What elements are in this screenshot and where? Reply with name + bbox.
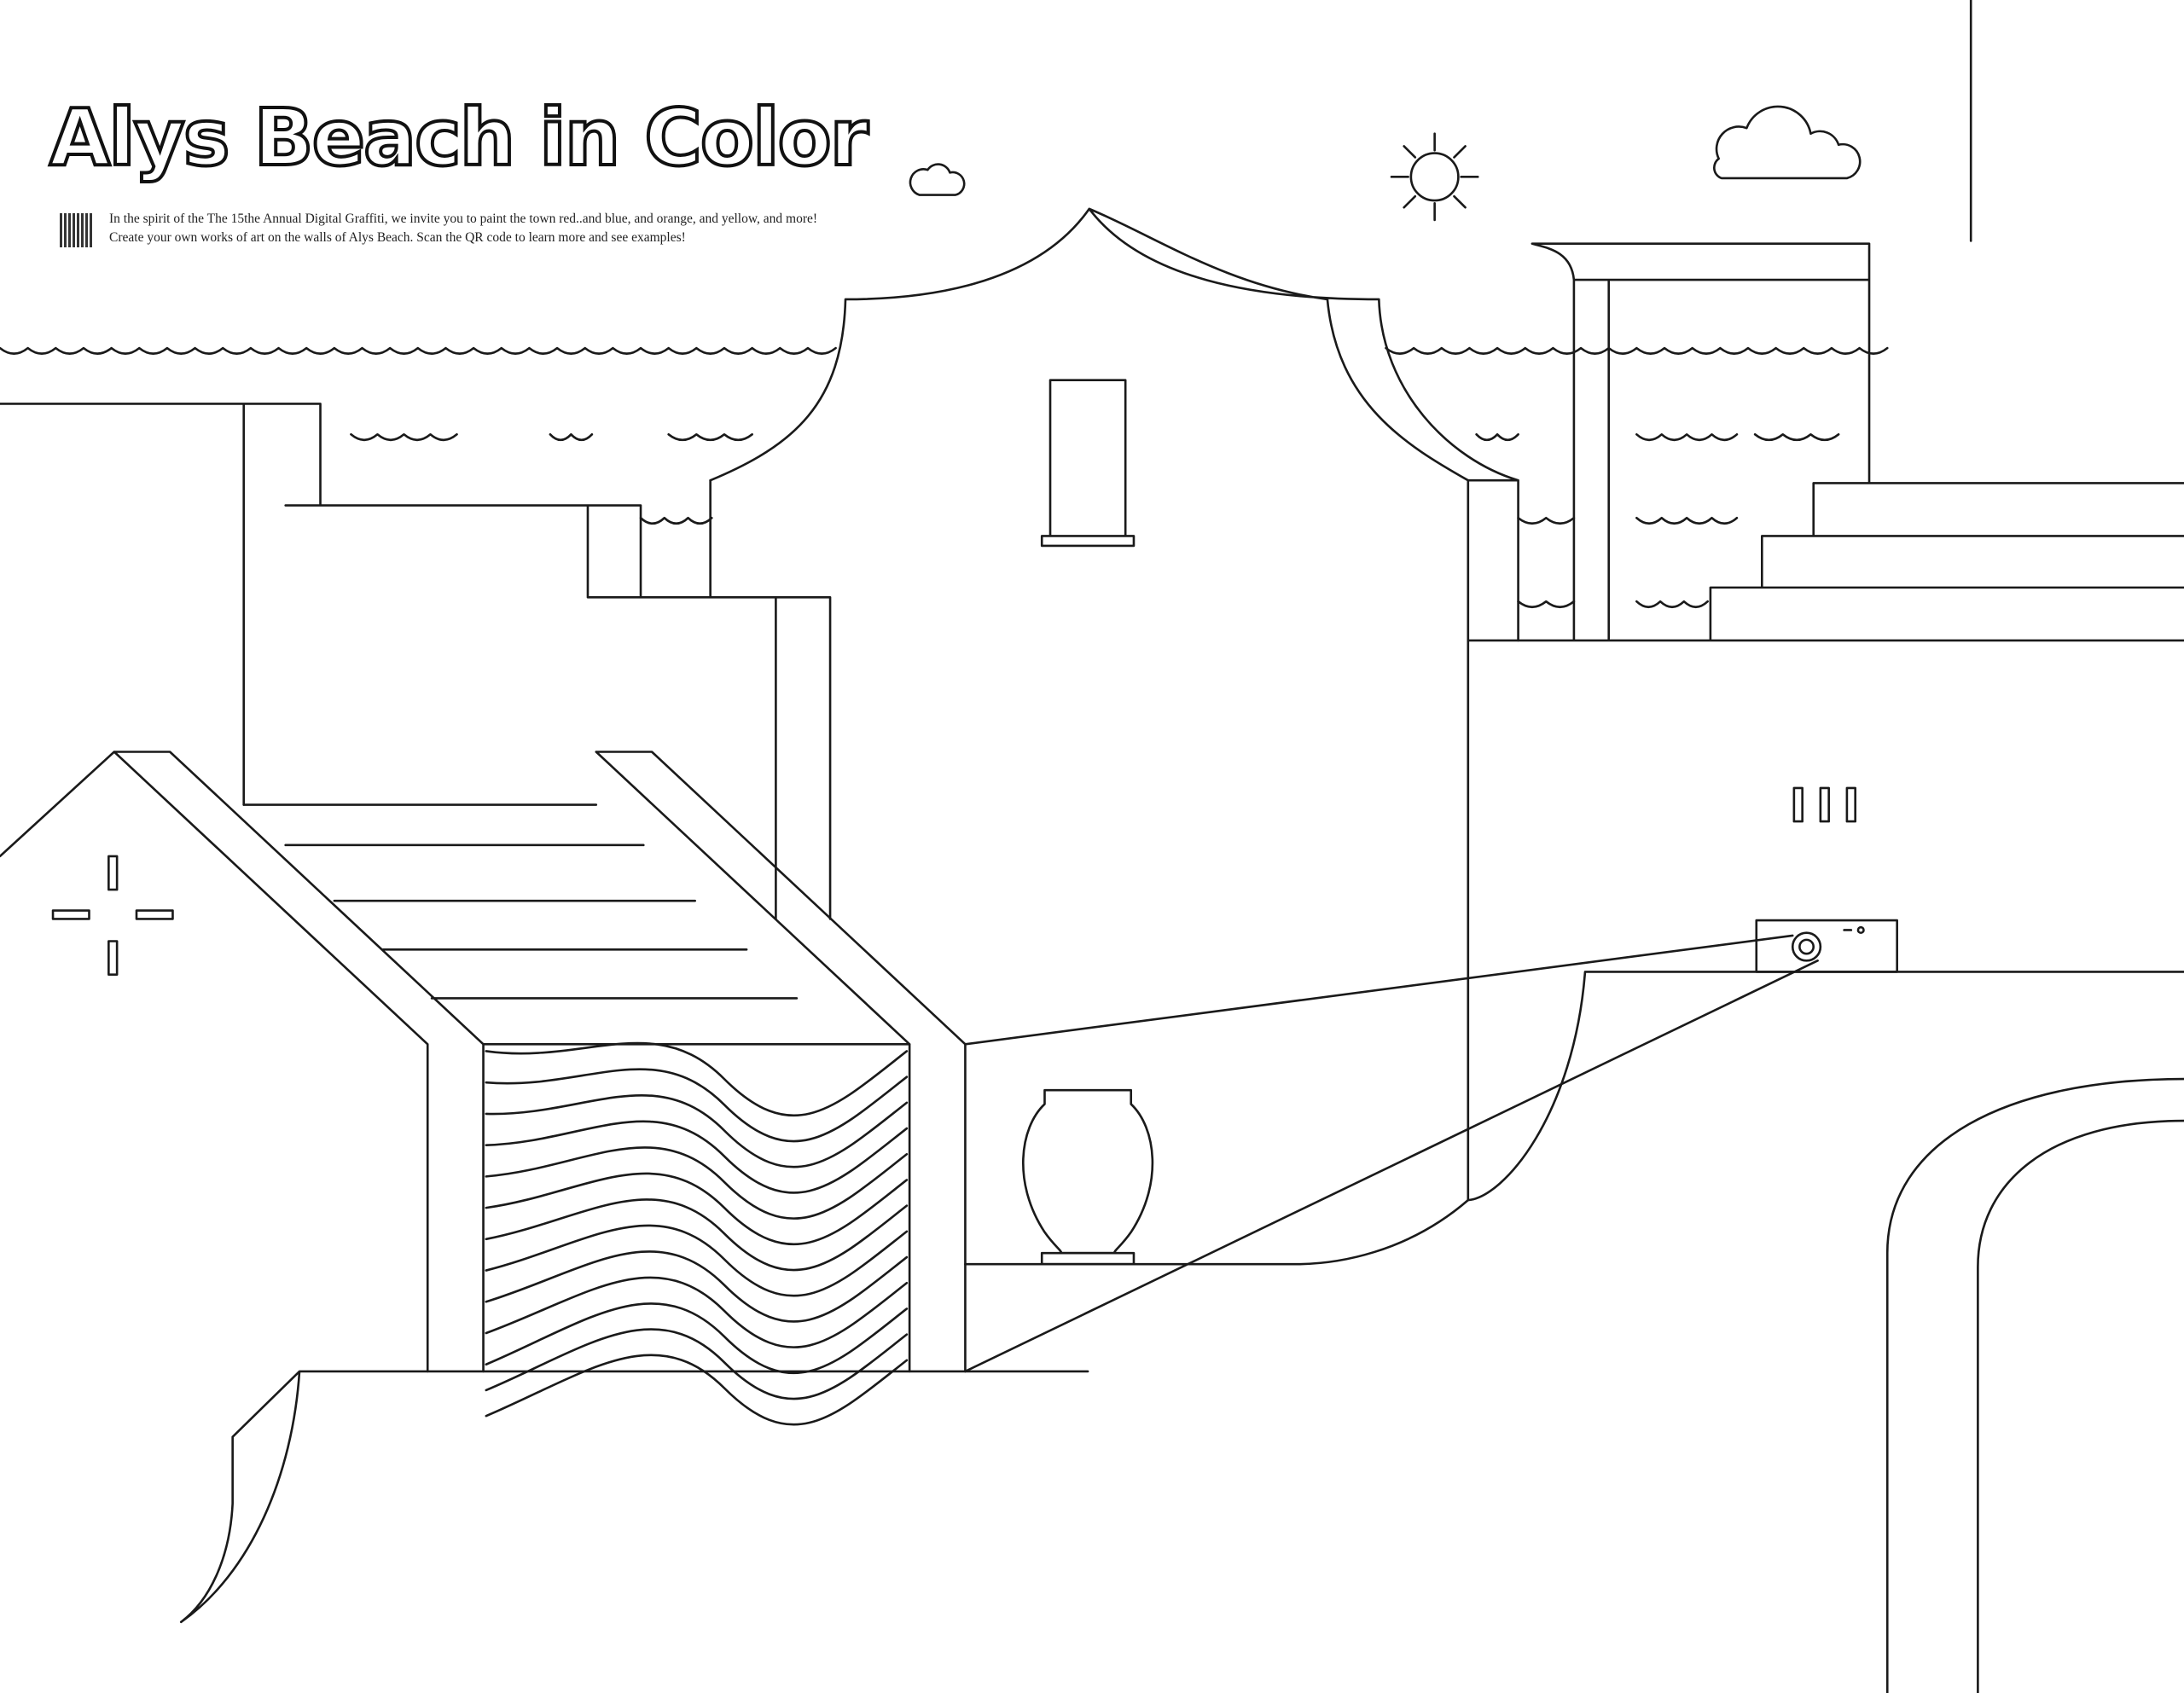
small-cloud-icon bbox=[909, 163, 966, 196]
projector-icon bbox=[1755, 919, 1898, 973]
sea-waves bbox=[0, 346, 1889, 609]
terrace bbox=[964, 971, 2184, 1266]
projection-beam bbox=[964, 934, 1819, 1373]
archway bbox=[1885, 1077, 2184, 1693]
ground bbox=[179, 1370, 1089, 1624]
cross-ornament bbox=[51, 855, 174, 976]
window bbox=[1040, 379, 1136, 548]
intro-text: In the spirit of the The 15the Annual Di… bbox=[109, 212, 818, 245]
cloud-icon bbox=[1713, 105, 1862, 180]
vents bbox=[1792, 786, 1856, 823]
sun-icon bbox=[1390, 132, 1479, 222]
domed-building bbox=[709, 207, 1519, 1202]
page-title: Alys Beach in Color bbox=[48, 90, 870, 185]
right-building bbox=[1467, 242, 2184, 642]
left-building bbox=[0, 403, 832, 920]
vase-icon bbox=[1022, 1088, 1154, 1266]
house bbox=[0, 751, 967, 1373]
qr-code-icon[interactable] bbox=[60, 213, 92, 247]
garage-door-pattern bbox=[485, 1041, 909, 1426]
